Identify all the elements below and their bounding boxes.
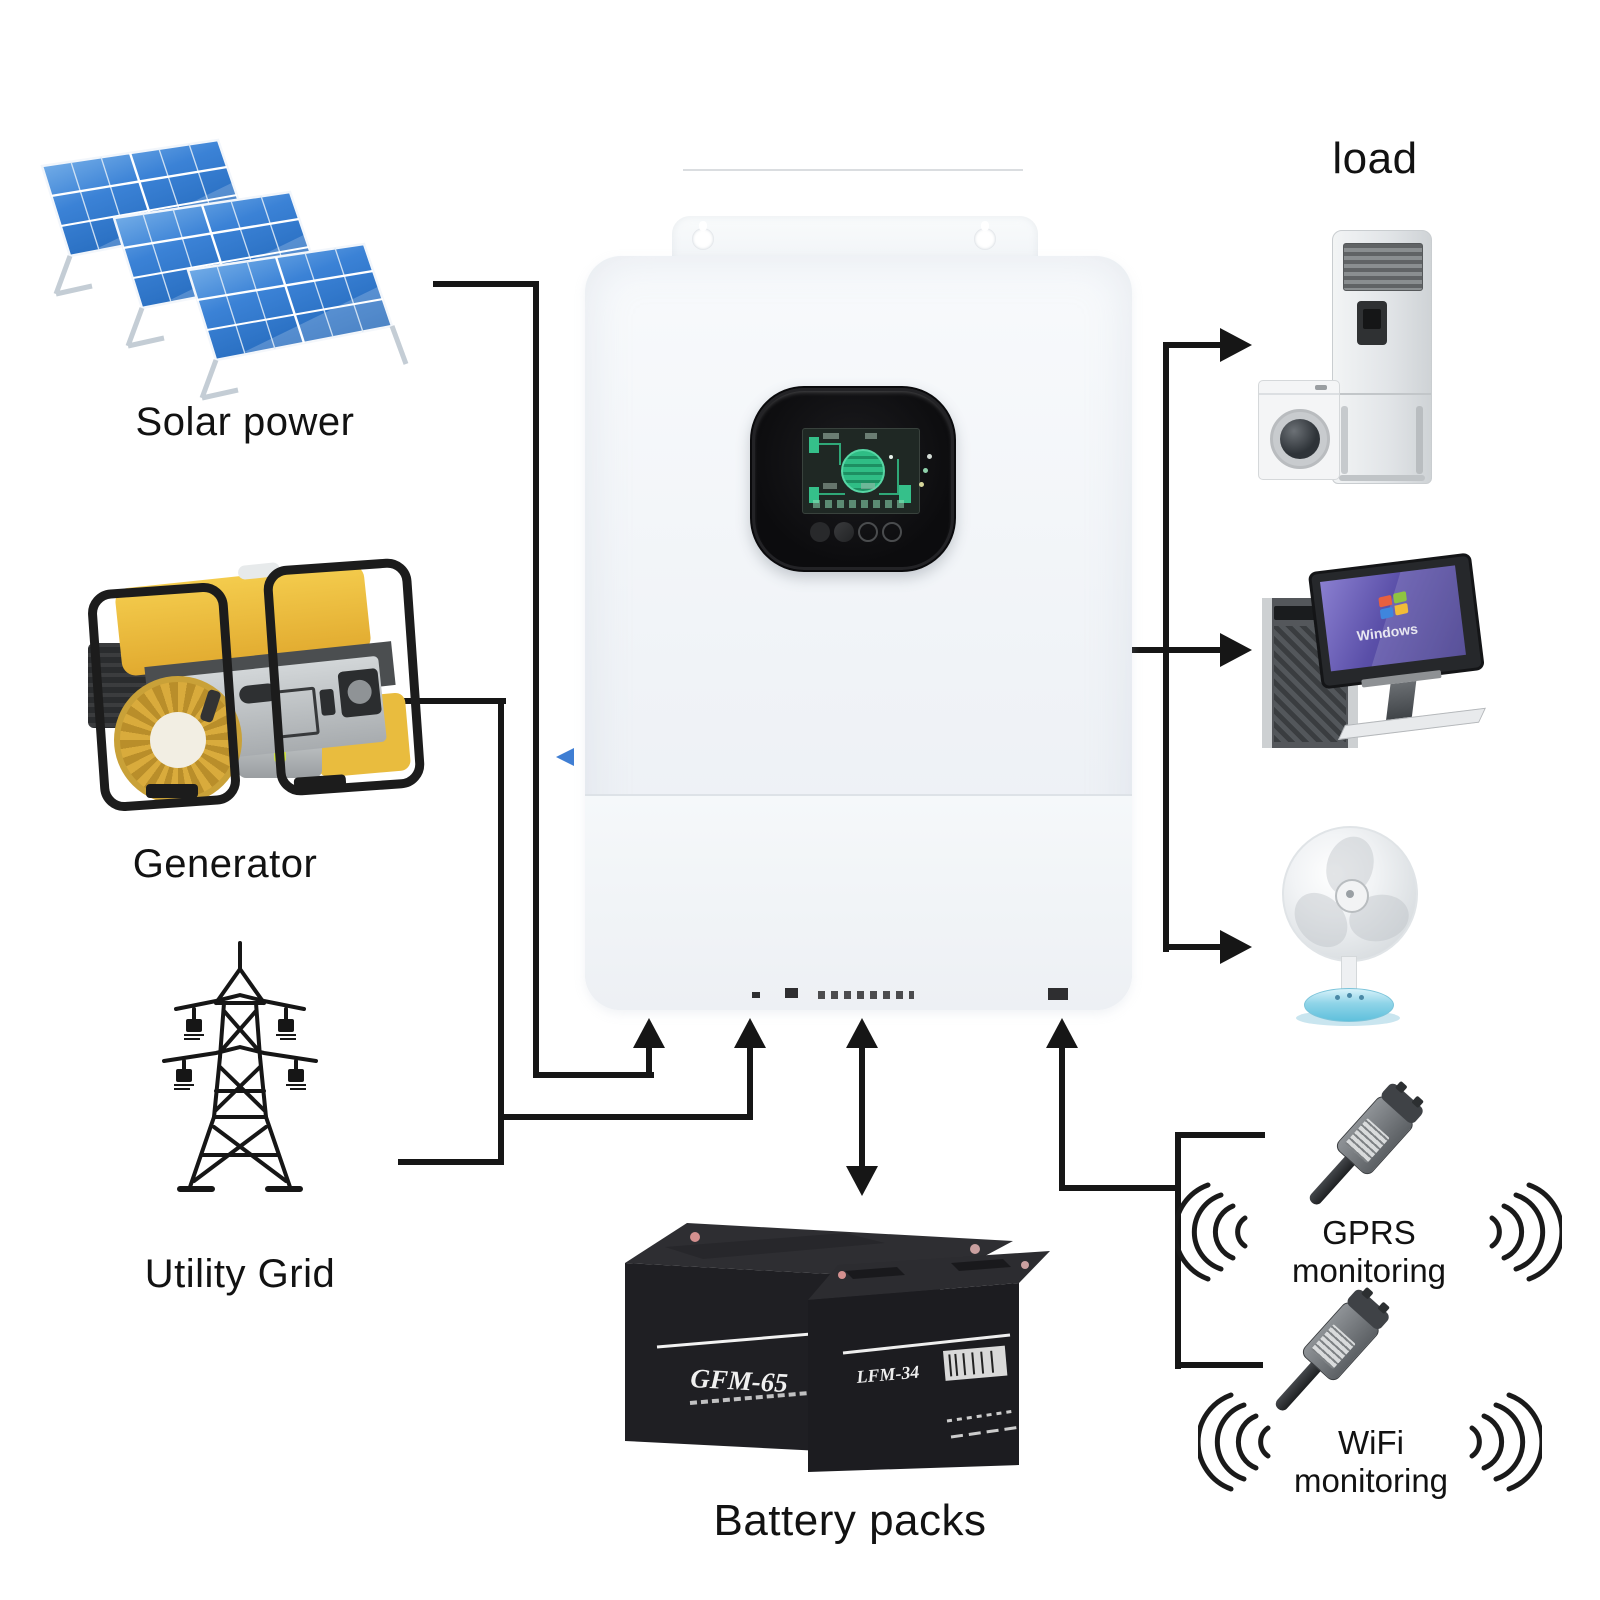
load-line-mid: [1132, 647, 1220, 653]
signal-waves-right-gprs-icon: [1489, 1182, 1562, 1282]
generator-recoil-starter: [114, 676, 242, 804]
solar-panels-icon: [40, 138, 468, 416]
fan-base: [1304, 988, 1394, 1022]
battery-packs-icon: GFM-65 LFM-34: [625, 1223, 1050, 1472]
inverter-lcd-screen: [802, 428, 920, 514]
washer-door: [1270, 409, 1330, 469]
display-led-3: [919, 482, 924, 487]
load-line-bottom: [1166, 944, 1220, 950]
display-led-2: [923, 468, 928, 473]
inverter-port-small-2: [785, 988, 798, 998]
inverter-lower-section: [585, 796, 1132, 1010]
ac-input-arrowhead-icon: [734, 1018, 766, 1048]
generator-spark-detail: [274, 750, 286, 762]
ac-input-line-vertical: [498, 698, 504, 1165]
battery-large-model-text: GFM-65: [690, 1363, 789, 1398]
solar-line-horizontal: [433, 281, 539, 287]
battery-arrowhead-down-icon: [846, 1166, 878, 1196]
monitor-screen: Windows: [1320, 565, 1466, 672]
generator-foot-left: [146, 784, 198, 798]
generator-line-horizontal: [398, 698, 506, 704]
inverter-top-faint-line: [683, 169, 1023, 171]
battery-line-vertical: [859, 1044, 865, 1166]
inverter-port-small-1: [752, 992, 760, 998]
load-arrowhead-bottom-icon: [1220, 930, 1252, 964]
solar-arrowhead-icon: [633, 1018, 665, 1048]
signal-waves-left-gprs-icon: [1175, 1182, 1248, 1282]
load-line-vertical: [1163, 342, 1169, 952]
battery-packs-label: Battery packs: [713, 1496, 987, 1545]
load-line-top: [1166, 342, 1220, 348]
inverter-display-panel: [750, 386, 956, 572]
fan-head: [1282, 826, 1418, 962]
gprs-monitoring-label: GPRS monitoring: [1291, 1214, 1447, 1289]
utility-grid-tower-icon: [162, 941, 318, 1192]
solar-line-vertical: [533, 281, 539, 1078]
load-label: load: [1332, 134, 1418, 183]
utility-line-horizontal: [398, 1159, 504, 1165]
monitor-frame: Windows: [1307, 552, 1485, 690]
monitor-neck: [1385, 680, 1417, 721]
mounting-keyhole-right-icon: [974, 221, 996, 250]
signal-waves-right-wifi-icon: [1469, 1392, 1542, 1492]
display-button-4: [882, 522, 902, 542]
load-arrowhead-mid-icon: [1220, 633, 1252, 667]
computer-monitor-icon: Windows: [1307, 552, 1489, 749]
monitoring-line-vertical: [1059, 1044, 1065, 1190]
ac-control: [1357, 301, 1387, 345]
display-button-1: [810, 522, 830, 542]
wifi-monitoring-label: WiFi monitoring: [1293, 1424, 1449, 1499]
inverter-blue-connector-icon: [556, 748, 574, 766]
air-conditioner-icon: [1332, 230, 1432, 484]
monitoring-arrowhead-icon: [1046, 1018, 1078, 1048]
fan-icon: [1278, 826, 1422, 1032]
display-button-3: [858, 522, 878, 542]
monitoring-line-horizontal: [1059, 1185, 1181, 1191]
washing-machine-icon: [1258, 380, 1340, 480]
monitoring-bracket-bottom: [1175, 1362, 1263, 1368]
utility-grid-label: Utility Grid: [144, 1252, 336, 1296]
generator-icon: [86, 548, 426, 813]
load-arrowhead-top-icon: [1220, 328, 1252, 362]
inverter-terminal-strip: [818, 991, 914, 999]
solar-power-label: Solar power: [135, 400, 355, 444]
generator-frame-left: [86, 581, 242, 813]
solar-arrow-shaft: [646, 1044, 652, 1078]
gprs-dongle-icon: [1287, 1070, 1436, 1226]
mounting-keyhole-left-icon: [692, 221, 714, 250]
ac-grille: [1343, 243, 1423, 291]
inverter-seam: [585, 794, 1132, 796]
inverter-port-battery: [1048, 988, 1068, 1000]
display-led-1: [927, 454, 932, 459]
ac-input-arrow-shaft: [747, 1044, 753, 1120]
inverter-body: [585, 256, 1132, 1010]
solar-line-to-port: [533, 1072, 654, 1078]
generator-frame-right: [262, 557, 426, 797]
ac-input-line-to-port: [498, 1114, 753, 1120]
battery-arrowhead-up-icon: [846, 1018, 878, 1048]
signal-waves-left-wifi-icon: [1198, 1392, 1271, 1492]
display-button-2: [834, 522, 854, 542]
monitoring-bracket-top: [1175, 1132, 1265, 1138]
inverter-mounting-plate: [672, 216, 1038, 262]
generator-label: Generator: [132, 842, 318, 886]
